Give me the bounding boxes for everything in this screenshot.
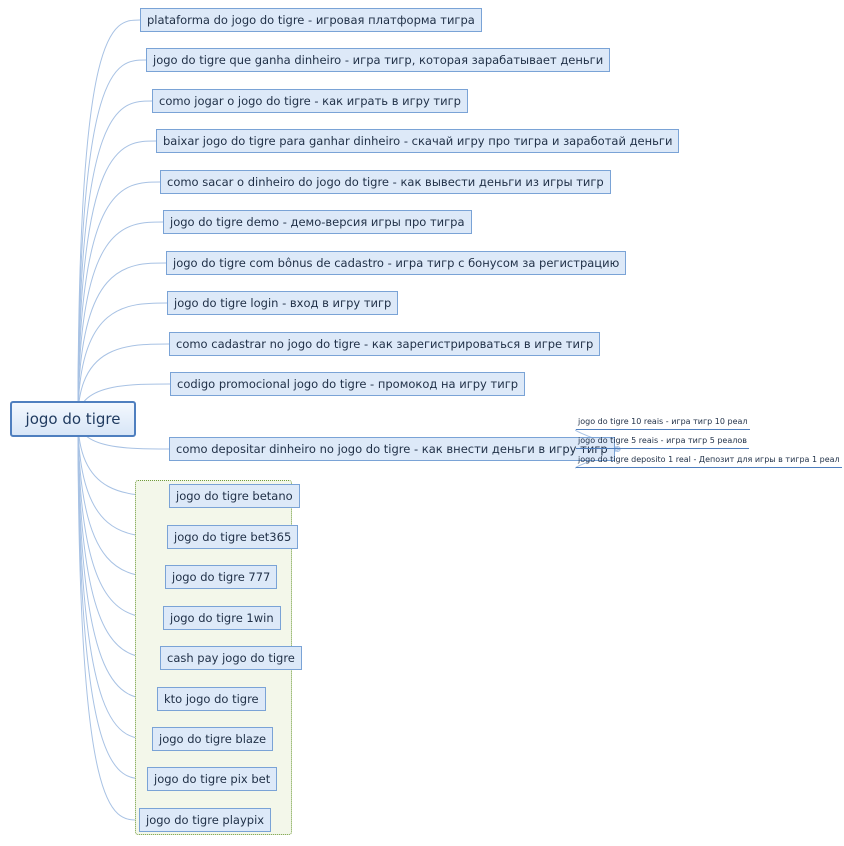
subtopic-node[interactable]: jogo do tigre deposito 1 real - Депозит … bbox=[576, 454, 842, 468]
topic-node[interactable]: jogo do tigre demo - демо-версия игры пр… bbox=[163, 210, 472, 234]
grouped-topic-node[interactable]: jogo do tigre 1win bbox=[163, 606, 281, 630]
topic-node[interactable]: codigo promocional jogo do tigre - промо… bbox=[170, 372, 526, 396]
connector-line bbox=[77, 181, 161, 420]
connector-line bbox=[77, 418, 140, 821]
connector-line bbox=[77, 100, 153, 420]
grouped-topic-node[interactable]: jogo do tigre blaze bbox=[152, 727, 274, 751]
connector-line bbox=[77, 343, 170, 420]
grouped-topic-node[interactable]: jogo do tigre betano bbox=[169, 484, 300, 508]
subtopic-node[interactable]: jogo do tigre 5 reais - игра тигр 5 реал… bbox=[576, 435, 749, 449]
grouped-topic-node[interactable]: kto jogo do tigre bbox=[157, 687, 266, 711]
connector-line bbox=[77, 19, 141, 420]
topic-node[interactable]: como sacar o dinheiro do jogo do tigre -… bbox=[160, 170, 611, 194]
grouped-topic-node[interactable]: jogo do tigre pix bet bbox=[147, 767, 278, 791]
topic-node[interactable]: como cadastrar no jogo do tigre - как за… bbox=[169, 332, 601, 356]
subtopic-node[interactable]: jogo do tigre 10 reais - игра тигр 10 ре… bbox=[576, 416, 750, 430]
connector-line bbox=[77, 262, 167, 420]
central-topic[interactable]: jogo do tigre bbox=[10, 401, 136, 437]
topic-node[interactable]: como jogar o jogo do tigre - как играть … bbox=[152, 89, 468, 113]
connector-line bbox=[77, 418, 148, 780]
grouped-topic-node[interactable]: cash pay jogo do tigre bbox=[160, 646, 302, 670]
grouped-topic-node[interactable]: jogo do tigre playpix bbox=[139, 808, 272, 832]
topic-node[interactable]: jogo do tigre com bônus de cadastro - иг… bbox=[166, 251, 627, 275]
topic-node[interactable]: plataforma do jogo do tigre - игровая пл… bbox=[140, 8, 482, 32]
connector-line bbox=[77, 302, 168, 420]
topic-node[interactable]: jogo do tigre que ganha dinheiro - игра … bbox=[146, 48, 611, 72]
topic-node[interactable]: como depositar dinheiro no jogo do tigre… bbox=[169, 437, 615, 461]
connector-line bbox=[77, 221, 164, 420]
topic-node[interactable]: baixar jogo do tigre para ganhar dinheir… bbox=[156, 129, 680, 153]
grouped-topic-node[interactable]: jogo do tigre bet365 bbox=[167, 525, 299, 549]
topic-node[interactable]: jogo do tigre login - вход в игру тигр bbox=[167, 291, 399, 315]
connector-line bbox=[77, 59, 147, 420]
connector-line bbox=[77, 140, 157, 420]
grouped-topic-node[interactable]: jogo do tigre 777 bbox=[165, 565, 278, 589]
